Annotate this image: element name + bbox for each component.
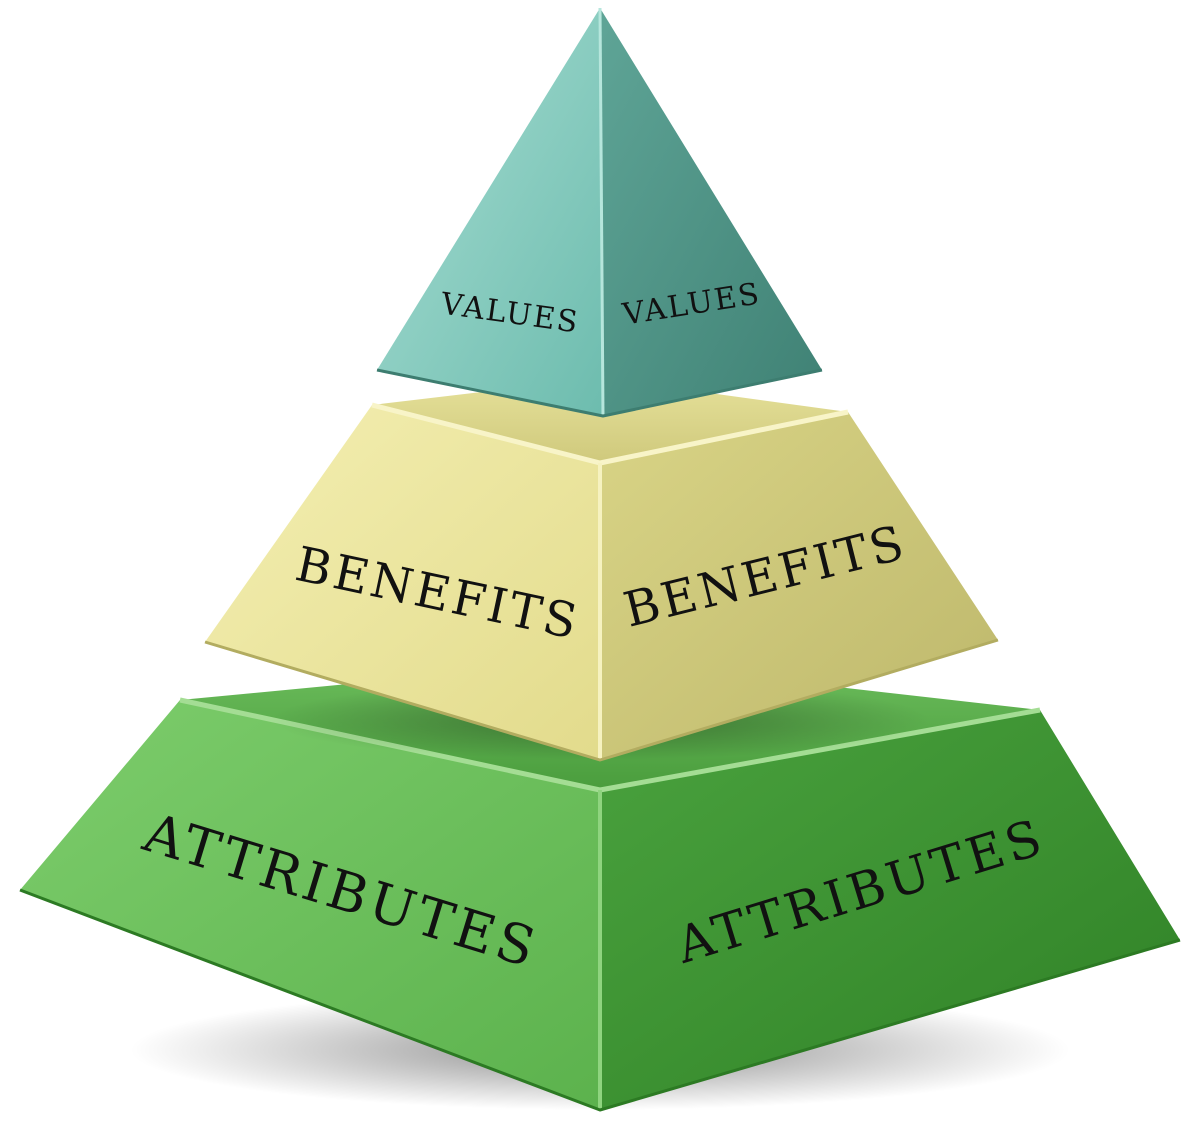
tier-values: VALUES VALUES	[376, 7, 823, 418]
benefits-right-face	[600, 412, 998, 760]
benefits-base-edge	[204, 638, 999, 762]
values-left-face	[377, 8, 603, 416]
values-base-edge	[376, 368, 823, 418]
values-right-face	[600, 8, 822, 416]
attributes-base-edge	[19, 888, 1181, 1112]
tier-attributes: ATTRIBUTES ATTRIBUTES	[19, 660, 1181, 1112]
tier-benefits: BENEFITS BENEFITS	[204, 378, 999, 762]
benefits-top-face	[372, 378, 848, 463]
attributes-left-face	[20, 700, 600, 1110]
values-front-edge	[598, 7, 605, 417]
attributes-right-face	[600, 710, 1180, 1110]
